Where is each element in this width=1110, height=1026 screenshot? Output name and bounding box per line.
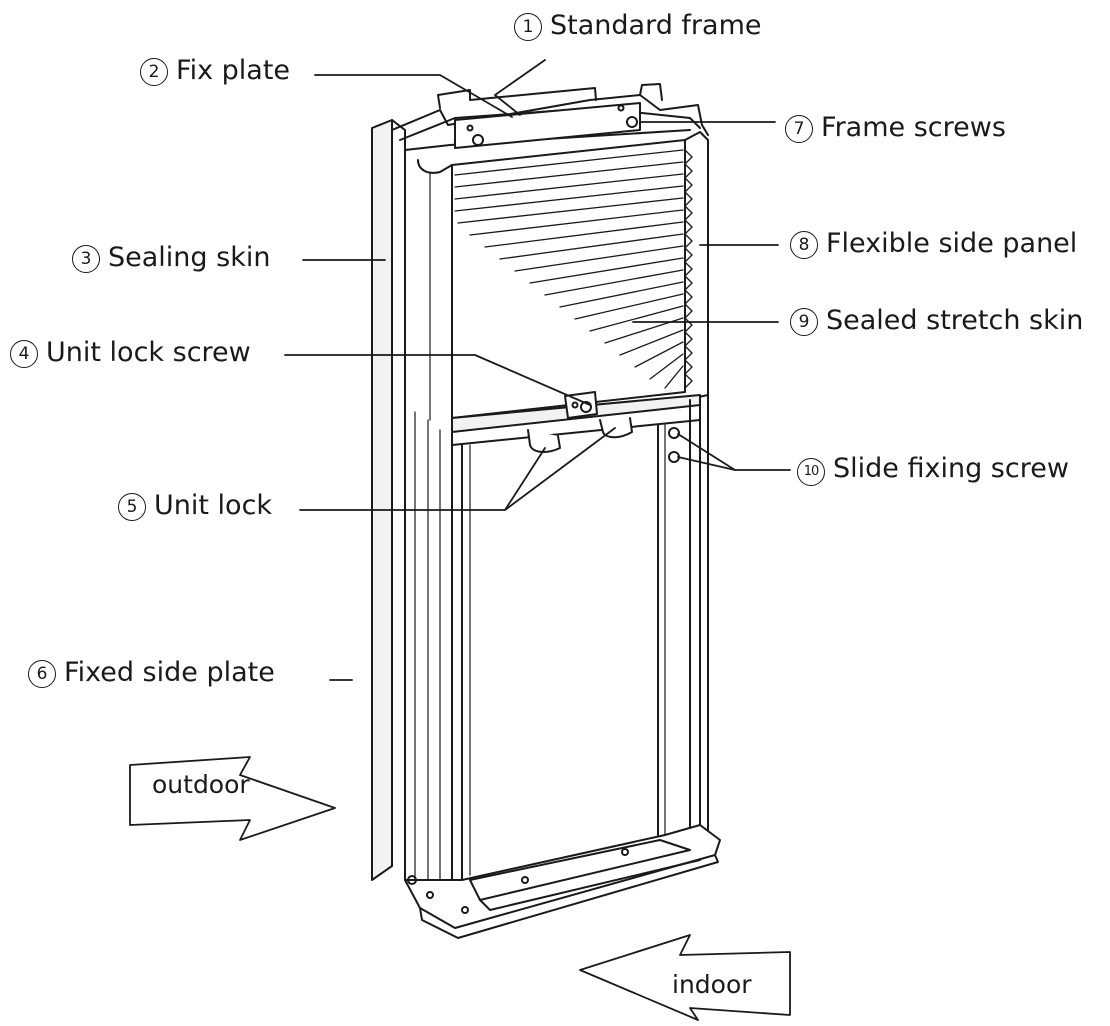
callout-number-2: 2 bbox=[140, 58, 168, 86]
leader-slide-screw bbox=[677, 456, 791, 471]
indoor-arrow bbox=[579, 934, 791, 1021]
lower-frame bbox=[461, 394, 709, 881]
label-slide-fixing-screw: 10 Slide fixing screw bbox=[797, 453, 1069, 486]
unit-lock-hooks bbox=[527, 417, 633, 453]
label-text: Flexible side panel bbox=[826, 228, 1078, 259]
callout-number-7: 7 bbox=[785, 115, 813, 143]
leader-fix-plate bbox=[314, 74, 513, 118]
flexible-side-panel bbox=[684, 131, 709, 401]
label-unit-lock-screw: 4 Unit lock screw bbox=[10, 337, 251, 369]
label-text: Standard frame bbox=[550, 10, 762, 41]
label-text: Slide fixing screw bbox=[833, 453, 1069, 484]
leader-lines bbox=[284, 59, 791, 681]
bottom-tray bbox=[404, 824, 721, 939]
leader-unit-lock-screw bbox=[284, 354, 591, 406]
callout-number-6: 6 bbox=[28, 660, 56, 688]
leader-standard-frame bbox=[494, 59, 546, 116]
label-unit-lock: 5 Unit lock bbox=[118, 490, 272, 522]
label-text: Unit lock screw bbox=[46, 337, 251, 368]
label-fix-plate: 2 Fix plate bbox=[140, 55, 290, 87]
leader-slide-screw-2 bbox=[677, 433, 736, 471]
fixed-side-plate bbox=[404, 409, 453, 901]
callout-number-1: 1 bbox=[514, 13, 542, 41]
callout-number-3: 3 bbox=[72, 245, 100, 273]
outdoor-label: outdoor bbox=[152, 770, 250, 799]
sealing-skin-panel bbox=[371, 119, 406, 881]
callout-number-4: 4 bbox=[10, 340, 38, 368]
label-text: Fixed side plate bbox=[64, 657, 275, 688]
label-text: Unit lock bbox=[154, 490, 273, 521]
callout-number-5: 5 bbox=[118, 493, 146, 521]
leader-unit-lock bbox=[299, 447, 546, 511]
fix-plate bbox=[454, 102, 641, 149]
outdoor-arrow bbox=[129, 756, 336, 841]
label-text: Sealed stretch skin bbox=[826, 305, 1084, 336]
label-sealed-stretch-skin: 9 Sealed stretch skin bbox=[790, 305, 1083, 337]
label-standard-frame: 1 Standard frame bbox=[514, 10, 761, 42]
label-text: Fix plate bbox=[176, 55, 291, 86]
label-sealing-skin: 3 Sealing skin bbox=[72, 242, 270, 274]
callout-number-9: 9 bbox=[790, 308, 818, 336]
label-text: Sealing skin bbox=[108, 242, 271, 273]
upper-left-rail bbox=[404, 149, 453, 431]
label-fixed-side-plate: 6 Fixed side plate bbox=[28, 657, 275, 689]
stretch-skin-pleats bbox=[454, 149, 684, 389]
callout-number-8: 8 bbox=[790, 231, 818, 259]
label-frame-screws: 7 Frame screws bbox=[785, 112, 1006, 144]
callout-number-10: 10 bbox=[797, 458, 825, 486]
leader-unit-lock-2 bbox=[504, 427, 616, 511]
sealed-stretch-skin bbox=[451, 139, 686, 419]
label-flexible-side-panel: 8 Flexible side panel bbox=[790, 228, 1077, 260]
label-text: Frame screws bbox=[821, 112, 1006, 143]
indoor-label: indoor bbox=[672, 970, 752, 999]
